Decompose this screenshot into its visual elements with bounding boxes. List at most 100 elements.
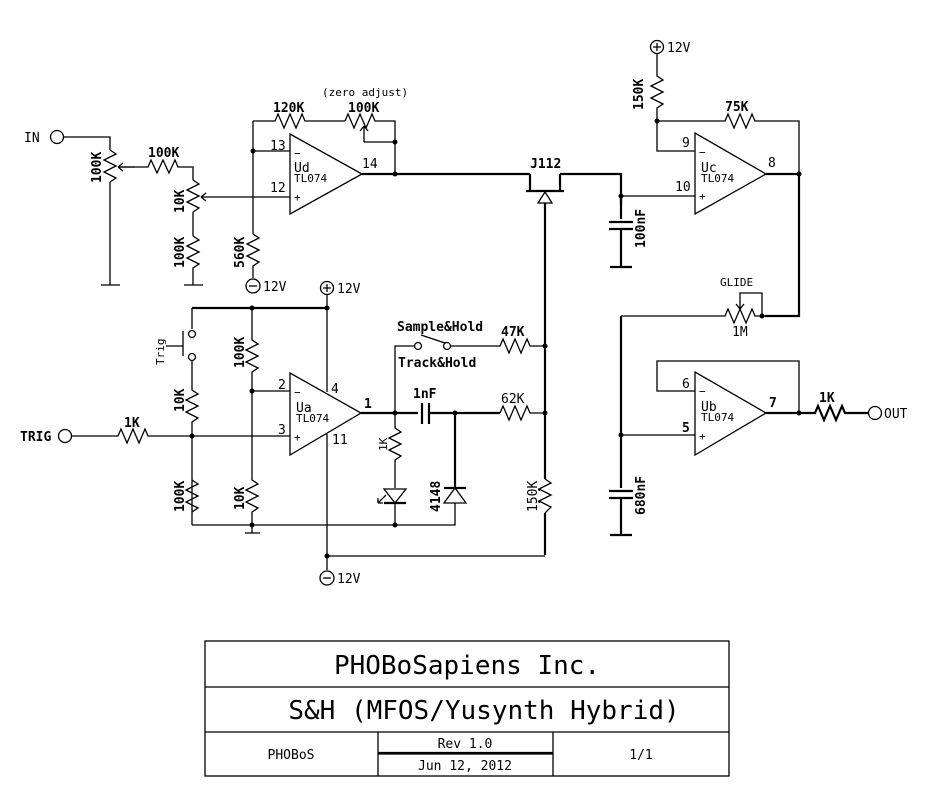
resistor-ud-bias — [245, 233, 261, 278]
resistor-trig-in-value: 1K — [124, 416, 140, 431]
opamp-ua-part: TL074 — [296, 412, 329, 425]
diode-4148 — [395, 413, 468, 526]
out-connector[interactable] — [867, 405, 883, 421]
wire — [560, 172, 623, 205]
junction — [324, 305, 330, 311]
author: PHOBoS — [268, 748, 315, 763]
wire — [394, 345, 415, 413]
minus-sign: − — [699, 146, 706, 159]
plus-sign — [323, 284, 331, 292]
opamp-uc-pin-noninv: 10 — [675, 180, 691, 195]
junction — [392, 139, 398, 145]
minus-sign: − — [699, 385, 706, 398]
junction — [759, 313, 765, 319]
junction — [796, 410, 802, 416]
opamp-ua-pin-noninv: 3 — [278, 423, 286, 438]
revision: Rev 1.0 — [438, 737, 493, 752]
opamp-ua-ref: Ua — [296, 401, 312, 416]
diode-value: 4148 — [429, 481, 444, 512]
pot-glide[interactable] — [621, 292, 765, 325]
wire — [63, 136, 111, 150]
pot-level-value: 10K — [173, 189, 188, 213]
in-connector[interactable] — [49, 129, 65, 145]
pot-glide-value: 1M — [732, 325, 748, 340]
opamp-ua-pin-inv: 2 — [278, 378, 286, 393]
schematic-title: S&H (MFOS/Yusynth Hybrid) — [288, 696, 679, 726]
opamp-ud-part: TL074 — [294, 172, 327, 185]
junction — [542, 410, 548, 416]
pot-zero-adjust-value: 100K — [348, 101, 379, 116]
trig-connector[interactable] — [57, 428, 73, 444]
junction — [392, 171, 398, 177]
resistor-uc-pullup — [649, 54, 695, 152]
capacitor-diff — [420, 403, 431, 424]
switch-trig[interactable] — [166, 308, 197, 362]
resistor-in-series-value: 100K — [148, 146, 179, 161]
resistor-trig-down — [184, 479, 200, 513]
out-connector-label: OUT — [884, 407, 908, 422]
resistor-ref-up-value: 100K — [233, 337, 248, 368]
title-block — [204, 640, 730, 777]
plus-sign: + — [294, 431, 301, 444]
resistor-ud-bias-value: 560K — [233, 237, 248, 268]
resistor-ref-down-value: 10K — [233, 486, 248, 510]
opamp-ub — [694, 370, 768, 457]
power-pos-uc-label: 12V — [667, 41, 691, 56]
resistor-ud-feedback — [253, 112, 345, 130]
switch-mode-bottom-label: Track&Hold — [398, 356, 476, 371]
capacitor-hold — [609, 196, 633, 269]
opamp-ub-part: TL074 — [701, 411, 734, 424]
resistor-uc-feedback — [657, 112, 800, 174]
resistor-mode — [450, 337, 545, 355]
sheet-number: 1/1 — [629, 748, 652, 763]
resistor-mode-value: 47K — [501, 325, 525, 340]
plus-sign: + — [699, 430, 706, 443]
opamp-uc — [694, 131, 768, 216]
opamp-ub-pin-noninv: 5 — [682, 421, 690, 436]
resistor-ref-divider — [244, 308, 260, 525]
resistor-level-ground-value: 100K — [173, 237, 188, 268]
opamp-ub-ref: Ub — [701, 400, 717, 415]
minus-sign: − — [294, 386, 301, 399]
pot-zero-adjust[interactable] — [344, 112, 396, 174]
power-pos-uc — [649, 39, 665, 55]
opamp-ud-pin-out: 14 — [362, 157, 378, 172]
wire — [765, 172, 801, 318]
plus-sign — [653, 43, 661, 51]
resistor-pulse-value: 62K — [501, 392, 525, 407]
switch-mode[interactable] — [413, 334, 452, 351]
opamp-ud-ref: Ud — [294, 161, 310, 176]
opamp-uc-ref: Uc — [701, 161, 717, 176]
capacitor-diff-value: 1nF — [413, 387, 437, 402]
junction — [796, 171, 802, 177]
resistor-uc-feedback-value: 75K — [725, 100, 749, 115]
capacitor-glide-value: 680nF — [634, 476, 649, 515]
opamp-ua — [289, 371, 363, 457]
power-neg-ua-label: 12V — [337, 572, 361, 587]
resistor-in-series — [118, 158, 194, 180]
zero-adjust-note: (zero adjust) — [322, 86, 408, 99]
opamp-ua-pin-vpos: 4 — [331, 382, 339, 397]
pot-in[interactable] — [102, 149, 135, 285]
plus-sign: + — [699, 190, 706, 203]
pot-in-value: 100K — [90, 152, 105, 183]
capacitor-glide — [609, 316, 633, 537]
capacitor-hold-value: 100nF — [634, 209, 649, 248]
resistor-trig-in — [71, 427, 290, 445]
opamp-ub-pin-out: 7 — [769, 396, 777, 411]
opamp-uc-pin-out: 8 — [768, 156, 776, 171]
company-name: PHOBoSapiens Inc. — [334, 651, 600, 681]
junction — [542, 343, 548, 349]
ground-symbol — [245, 525, 260, 534]
resistor-gate-pull-zigzag — [537, 478, 553, 514]
resistor-trig-down-value: 100K — [173, 481, 188, 512]
power-neg-ud — [245, 278, 261, 294]
opamp-ub-pin-inv: 6 — [682, 377, 690, 392]
wire — [656, 360, 800, 413]
opamp-ua-pin-out: 1 — [364, 397, 372, 412]
in-connector-label: IN — [24, 131, 40, 146]
opamp-ud-pin-noninv: 12 — [270, 181, 286, 196]
pot-level[interactable] — [185, 179, 290, 236]
resistor-pulse — [499, 404, 545, 422]
